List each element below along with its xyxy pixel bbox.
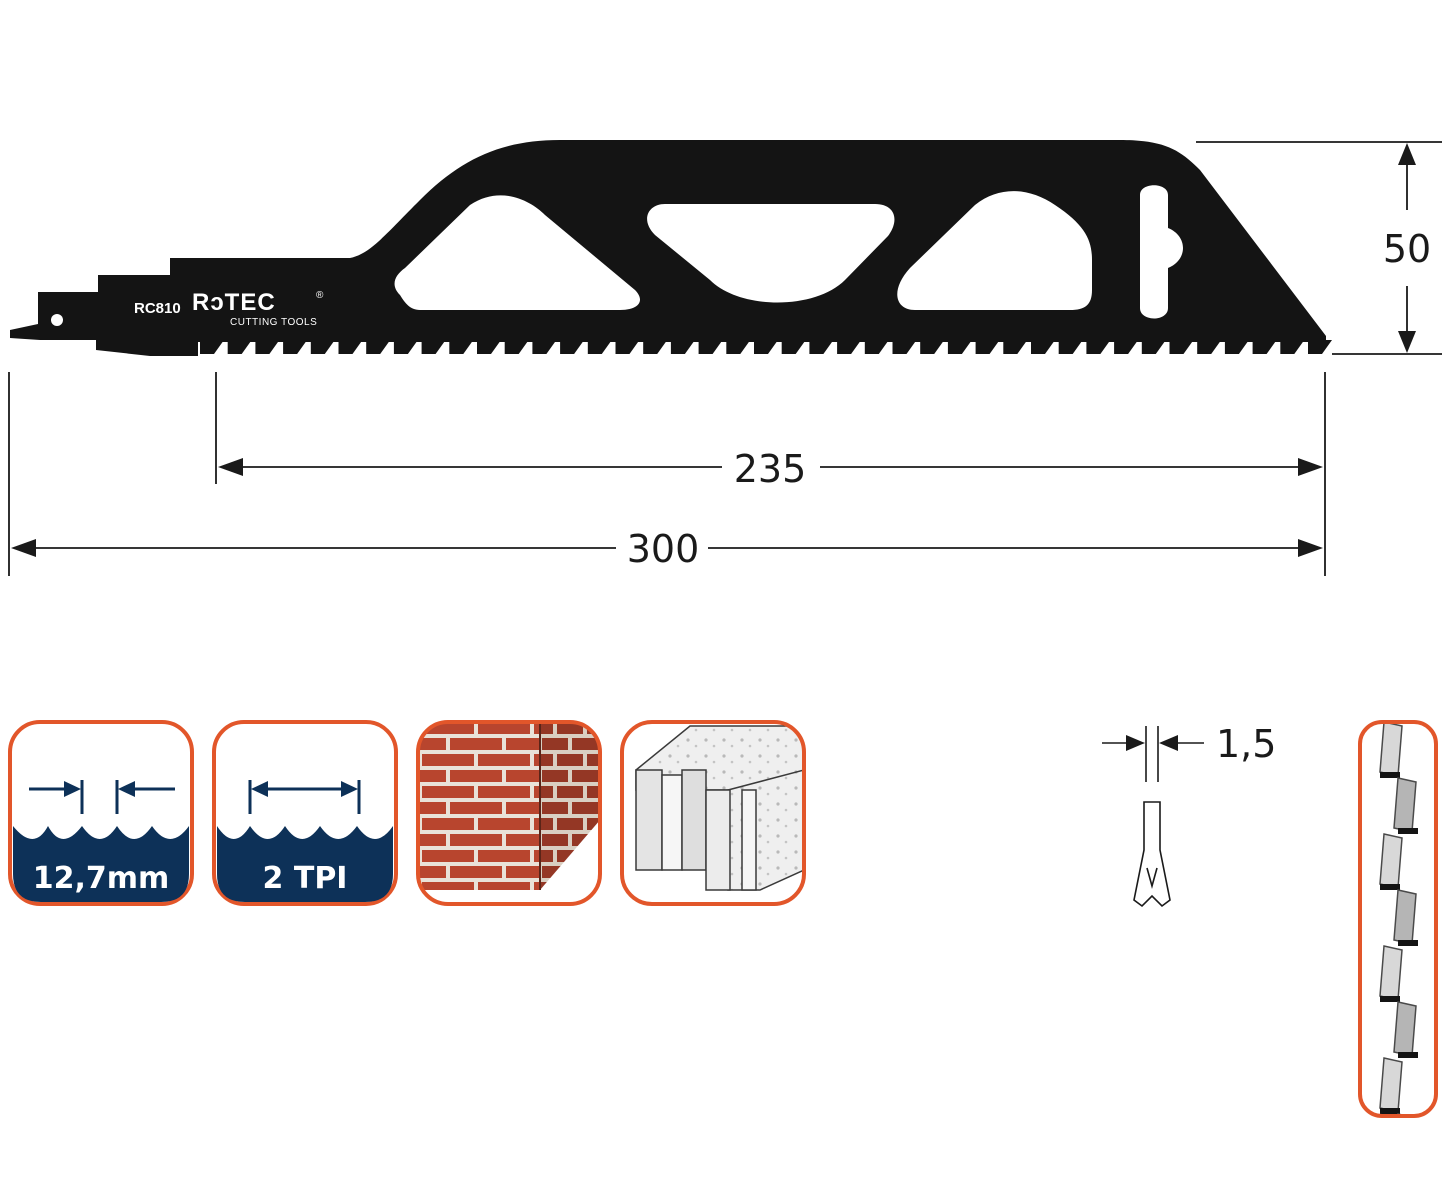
aerated-concrete-block-icon <box>620 720 806 906</box>
blade-tooth <box>200 340 224 354</box>
set-tooth <box>1379 833 1403 889</box>
saw-blade: RC810 RɔTEC ® CUTTING TOOLS <box>10 140 1332 356</box>
blade-tooth <box>809 340 834 354</box>
set-tooth-tip <box>1398 1052 1418 1058</box>
blade-teeth <box>200 340 1332 354</box>
height-value: 50 <box>1383 227 1431 271</box>
blade-tooth <box>726 340 751 354</box>
blade-tooth <box>698 340 723 354</box>
blade-tooth <box>1169 340 1194 354</box>
set-tooth-tip <box>1380 772 1400 778</box>
total-length-value: 300 <box>627 527 700 571</box>
blade-tooth <box>1141 340 1166 354</box>
blade-tooth <box>338 340 363 354</box>
blade-tooth <box>255 340 280 354</box>
set-tooth-tip <box>1398 1164 1418 1170</box>
blade-tooth <box>1086 340 1111 354</box>
thickness-dimension <box>1102 726 1204 782</box>
blade-tooth <box>227 340 252 354</box>
blade-tooth <box>283 340 308 354</box>
blade-tooth <box>1114 340 1139 354</box>
blade-cutout-2 <box>647 204 895 303</box>
blade-tooth <box>892 340 917 354</box>
brand-registered-mark: ® <box>316 290 324 301</box>
set-tooth-tip <box>1380 884 1400 890</box>
blade-tooth <box>837 340 862 354</box>
thickness-value: 1,5 <box>1216 722 1276 766</box>
blade-cross-section-icon <box>1133 801 1171 908</box>
cutting-length-dimension <box>215 372 1326 576</box>
set-tooth <box>1393 1113 1417 1116</box>
blade-tooth <box>781 340 806 354</box>
blade-tooth <box>310 340 335 354</box>
blade-tooth <box>421 340 446 354</box>
blade-tooth <box>587 340 612 354</box>
blade-tooth <box>477 340 501 354</box>
shank-width-label: 12,7mm <box>33 861 170 896</box>
blade-tooth <box>670 340 695 354</box>
blade-cutout-3 <box>897 191 1092 310</box>
blade-tooth <box>975 340 1000 354</box>
blade-tooth <box>532 340 557 354</box>
set-tooth-tip <box>1398 940 1418 946</box>
blade-model: RC810 <box>134 300 181 317</box>
brand-tagline: CUTTING TOOLS <box>230 317 317 328</box>
blade-tooth <box>1252 340 1277 354</box>
set-tooth-tip <box>1380 1108 1400 1114</box>
blade-tooth <box>947 340 972 354</box>
blade-tooth <box>1058 340 1083 354</box>
blade-tooth <box>920 340 945 354</box>
blade-slot <box>1140 185 1183 319</box>
brand-logo: RɔTEC <box>192 289 276 316</box>
set-tooth <box>1379 722 1403 777</box>
set-tooth <box>1379 1057 1403 1113</box>
blade-tooth <box>560 340 585 354</box>
set-tooth-tip <box>1398 828 1418 834</box>
shank-width-badge: 12,7mm <box>8 720 194 906</box>
blade-tooth <box>366 340 391 354</box>
blade-tooth <box>864 340 889 354</box>
blade-tooth <box>1003 340 1028 354</box>
set-tooth <box>1393 777 1417 833</box>
set-tooth-tip <box>1380 996 1400 1002</box>
blade-tooth <box>1280 340 1305 354</box>
blade-body <box>10 140 1326 356</box>
tooth-set-pattern-icon <box>1358 720 1438 1170</box>
set-tooth <box>1393 889 1417 945</box>
shank-hole <box>51 314 63 326</box>
blade-tooth <box>393 340 418 354</box>
total-length-dimension <box>8 372 1323 576</box>
blade-tooth <box>1224 340 1249 354</box>
blade-tooth <box>754 340 778 354</box>
set-tooth <box>1393 1001 1417 1057</box>
blade-tooth <box>643 340 668 354</box>
blade-tooth <box>449 340 474 354</box>
blade-tooth <box>615 340 640 354</box>
tpi-label: 2 TPI <box>263 861 348 896</box>
blade-tooth <box>1031 340 1055 354</box>
blade-cutout-1 <box>394 195 640 310</box>
brick-wall-icon <box>416 720 602 906</box>
blade-tooth <box>1308 340 1332 354</box>
set-tooth <box>1379 945 1403 1001</box>
cutting-length-value: 235 <box>734 447 807 491</box>
tpi-badge: 2 TPI <box>212 720 398 906</box>
height-dimension <box>1196 141 1442 355</box>
blade-tooth <box>1197 340 1222 354</box>
blade-tooth <box>504 340 529 354</box>
